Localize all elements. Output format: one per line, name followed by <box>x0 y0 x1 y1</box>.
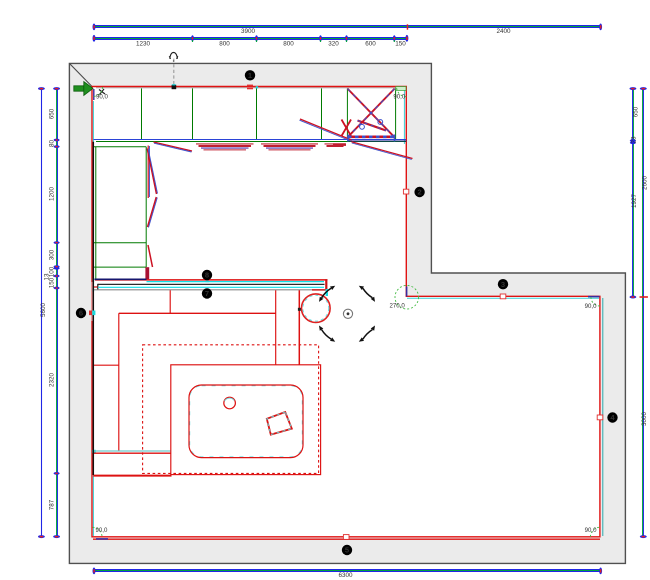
svg-text:7: 7 <box>205 289 209 298</box>
svg-text:600: 600 <box>365 41 376 48</box>
svg-text:90,0: 90,0 <box>393 93 405 100</box>
svg-text:13: 13 <box>44 273 51 281</box>
svg-text:150: 150 <box>395 41 406 48</box>
svg-text:3: 3 <box>501 280 505 289</box>
svg-text:90,0: 90,0 <box>585 527 597 534</box>
svg-text:90,0: 90,0 <box>96 93 108 100</box>
svg-text:1: 1 <box>248 71 253 80</box>
svg-text:90,0: 90,0 <box>96 527 108 534</box>
svg-text:5600: 5600 <box>40 303 47 318</box>
svg-text:6300: 6300 <box>338 572 353 579</box>
svg-text:787: 787 <box>49 499 56 510</box>
svg-text:90,0: 90,0 <box>585 303 597 310</box>
svg-text:300: 300 <box>49 249 56 260</box>
svg-text:1927: 1927 <box>631 194 638 209</box>
svg-text:270,0: 270,0 <box>390 302 406 309</box>
svg-text:2: 2 <box>417 188 421 197</box>
svg-text:650: 650 <box>633 106 640 117</box>
svg-text:650: 650 <box>49 108 56 119</box>
svg-text:80: 80 <box>49 140 56 148</box>
svg-text:5: 5 <box>345 546 350 555</box>
svg-text:1230: 1230 <box>136 41 151 48</box>
svg-text:2400: 2400 <box>496 28 511 35</box>
svg-text:6: 6 <box>79 309 83 318</box>
svg-text:23: 23 <box>631 136 638 144</box>
svg-text:2320: 2320 <box>49 373 56 388</box>
svg-text:100: 100 <box>49 266 56 277</box>
svg-text:2600: 2600 <box>642 176 649 191</box>
svg-text:800: 800 <box>219 41 230 48</box>
svg-text:3000: 3000 <box>641 412 648 427</box>
svg-text:800: 800 <box>283 41 294 48</box>
svg-text:8: 8 <box>205 271 209 280</box>
svg-text:150: 150 <box>49 277 56 288</box>
svg-text:4: 4 <box>610 413 615 422</box>
svg-text:3900: 3900 <box>241 28 256 35</box>
svg-text:320: 320 <box>328 41 339 48</box>
svg-text:1200: 1200 <box>49 187 56 202</box>
